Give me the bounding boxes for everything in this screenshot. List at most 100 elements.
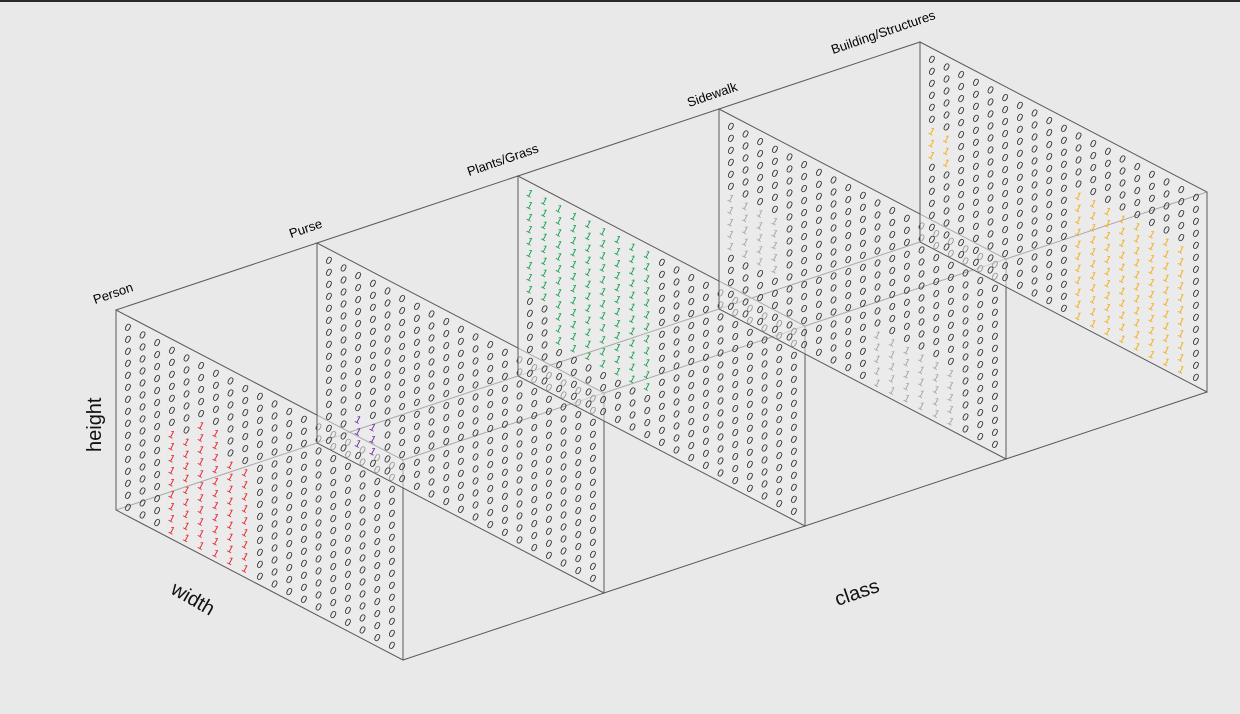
cell-value-zero: 0	[1190, 263, 1201, 276]
cell-value-zero: 0	[985, 204, 996, 217]
cell-value-zero: 0	[1029, 179, 1040, 192]
cell-value-one: 1	[1132, 328, 1143, 341]
cell-value-zero: 0	[353, 305, 364, 318]
cell-value-zero: 0	[382, 357, 393, 370]
cell-value-one: 1	[1102, 289, 1113, 302]
cell-value-zero: 0	[941, 193, 952, 206]
cell-value-zero: 0	[386, 507, 397, 520]
cell-value-zero: 0	[759, 430, 770, 443]
cell-value-zero: 0	[367, 277, 378, 290]
cell-value-zero: 0	[956, 80, 967, 93]
cell-value-zero: 0	[769, 311, 780, 324]
cell-value-zero: 0	[671, 396, 682, 409]
cell-value-one: 1	[1161, 260, 1172, 273]
cell-value-zero: 0	[455, 335, 466, 348]
cell-value-zero: 0	[985, 120, 996, 133]
cell-value-zero: 0	[686, 391, 697, 404]
cell-value-zero: 0	[788, 493, 799, 506]
cell-value-zero: 0	[539, 303, 550, 316]
cell-value-zero: 0	[975, 322, 986, 335]
cell-value-one: 1	[926, 125, 937, 138]
cell-value-zero: 0	[730, 366, 741, 379]
cell-value-zero: 0	[715, 347, 726, 360]
cell-value-zero: 0	[725, 264, 736, 277]
cell-value-one: 1	[725, 204, 736, 217]
cell-value-zero: 0	[284, 465, 295, 478]
cell-value-zero: 0	[499, 358, 510, 371]
cell-value-zero: 0	[960, 303, 971, 316]
cell-value-zero: 0	[686, 403, 697, 416]
cell-value-zero: 0	[1161, 176, 1172, 189]
cell-value-zero: 0	[137, 377, 148, 390]
cell-value-one: 1	[887, 360, 898, 373]
cell-value-zero: 0	[137, 497, 148, 510]
cell-value-one: 1	[1073, 310, 1084, 323]
cell-value-zero: 0	[857, 345, 868, 358]
cell-value-zero: 0	[284, 573, 295, 586]
cell-value-one: 1	[755, 255, 766, 268]
cell-value-zero: 0	[543, 393, 554, 406]
cell-value-zero: 0	[759, 418, 770, 431]
cell-value-zero: 0	[514, 510, 525, 523]
cell-value-one: 1	[568, 234, 579, 247]
cell-value-one: 1	[1102, 313, 1113, 326]
cell-value-one: 1	[1161, 320, 1172, 333]
cell-value-zero: 0	[342, 532, 353, 545]
cell-value-zero: 0	[941, 181, 952, 194]
cell-value-zero: 0	[514, 414, 525, 427]
cell-value-zero: 0	[269, 398, 280, 411]
cell-value-one: 1	[926, 137, 937, 150]
cell-value-zero: 0	[989, 294, 1000, 307]
cell-value-one: 1	[1161, 236, 1172, 249]
cell-value-zero: 0	[926, 89, 937, 102]
cell-value-one: 1	[642, 356, 653, 369]
cell-value-zero: 0	[843, 229, 854, 242]
cell-value-zero: 0	[799, 290, 810, 303]
cell-value-zero: 0	[1044, 246, 1055, 259]
cell-value-one: 1	[725, 192, 736, 205]
cell-value-one: 1	[931, 371, 942, 384]
cell-value-zero: 0	[1190, 191, 1201, 204]
cell-value-zero: 0	[152, 492, 163, 505]
cell-value-zero: 0	[269, 458, 280, 471]
cell-value-zero: 0	[945, 331, 956, 344]
cell-value-zero: 0	[367, 361, 378, 374]
cell-value-zero: 0	[455, 419, 466, 432]
cell-value-zero: 0	[926, 221, 937, 234]
cell-value-one: 1	[598, 285, 609, 298]
cell-value-zero: 0	[945, 307, 956, 320]
cell-value-one: 1	[612, 257, 623, 270]
cell-value-zero: 0	[524, 307, 535, 320]
cell-value-zero: 0	[887, 300, 898, 313]
cell-value-one: 1	[1146, 228, 1157, 241]
cell-value-one: 1	[210, 523, 221, 536]
cell-value-zero: 0	[372, 619, 383, 632]
cell-value-one: 1	[196, 539, 207, 552]
cell-value-one: 1	[539, 207, 550, 220]
cell-value-zero: 0	[568, 390, 579, 403]
cell-value-zero: 0	[514, 450, 525, 463]
cell-value-zero: 0	[426, 344, 437, 357]
cell-value-one: 1	[568, 270, 579, 283]
cell-value-zero: 0	[975, 334, 986, 347]
cell-value-zero: 0	[397, 448, 408, 461]
cell-value-one: 1	[554, 334, 565, 347]
cell-value-zero: 0	[656, 328, 667, 341]
cell-value-zero: 0	[254, 438, 265, 451]
cell-value-zero: 0	[543, 441, 554, 454]
cell-value-zero: 0	[759, 358, 770, 371]
cell-value-zero: 0	[799, 314, 810, 327]
cell-value-zero: 0	[284, 429, 295, 442]
cell-value-zero: 0	[926, 161, 937, 174]
cell-value-zero: 0	[470, 439, 481, 452]
cell-value-zero: 0	[269, 422, 280, 435]
cell-value-zero: 0	[872, 221, 883, 234]
cell-value-zero: 0	[931, 299, 942, 312]
cell-value-zero: 0	[1029, 191, 1040, 204]
cell-value-zero: 0	[730, 462, 741, 475]
cell-value-zero: 0	[328, 548, 339, 561]
cell-value-zero: 0	[774, 365, 785, 378]
cell-value-zero: 0	[313, 493, 324, 506]
cell-value-one: 1	[1146, 276, 1157, 289]
